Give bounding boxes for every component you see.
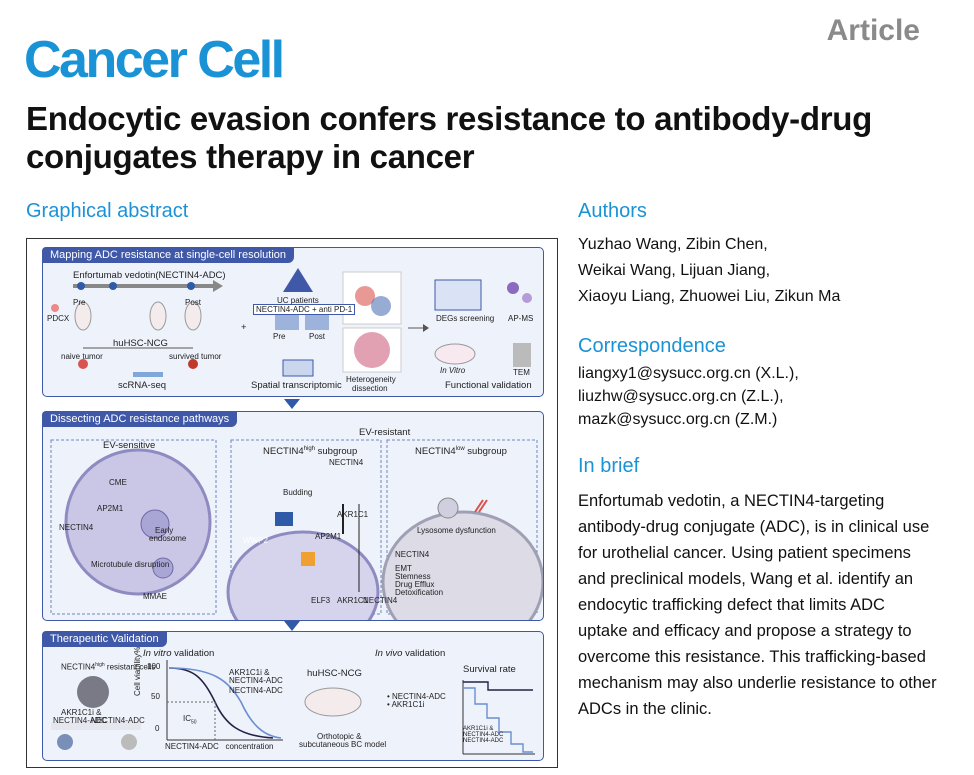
correspondence-line-1[interactable]: liangxy1@sysucc.org.cn (X.L.), (578, 365, 799, 383)
treatment-label: NECTIN4-ADC + anti PD-1 (253, 304, 355, 315)
invivo-model-label: huHSC-NCG (307, 668, 362, 679)
in-brief-heading: In brief (578, 455, 639, 478)
post2-label: Post (309, 332, 325, 341)
legend-combo-2: NECTIN4-ADC (229, 676, 283, 685)
pre-label: Pre (73, 298, 85, 307)
nectin4-label: NECTIN4 (59, 523, 93, 532)
elf3-label: ELF3 (311, 596, 330, 605)
ic50-label: IC50 (183, 714, 197, 726)
plus-sign: + (241, 322, 247, 333)
spatial-label: Spatial transcriptomic (251, 380, 342, 391)
ap2m1-label-b: AP2M1 (315, 532, 341, 541)
graphical-abstract: Mapping ADC resistance at single-cell re… (26, 238, 558, 768)
arrow-1 (284, 399, 300, 409)
authors-line-1: Yuzhao Wang, Zibin Chen, (578, 236, 768, 254)
journal-name: Cancer Cell (24, 30, 283, 90)
authors-heading: Authors (578, 200, 647, 223)
viability-ylabel: Cell viability% (133, 647, 142, 696)
ap2m1-label: AP2M1 (97, 504, 123, 513)
post-label: Post (185, 298, 201, 307)
article-type: Article (827, 14, 920, 48)
ev-resistant-label: EV-resistant (359, 427, 410, 438)
y-tick-50: 50 (151, 692, 160, 701)
lysosome-label: Lysosome dysfunction (417, 526, 496, 535)
nectin4-high-subgroup: NECTIN4high subgroup (263, 446, 357, 457)
correspondence-line-2[interactable]: liuzhw@sysucc.org.cn (Z.L.), (578, 388, 784, 406)
authors-line-2: Weikai Wang, Lijuan Jiang, (578, 262, 770, 280)
invitro-label: In Vitro (440, 366, 465, 375)
x-label: NECTIN4-ADC concentration (165, 742, 273, 751)
panel-dissecting: Dissecting ADC resistance pathways EV-se… (42, 411, 544, 621)
survival-title: Survival rate (463, 664, 516, 675)
microtubule-label: Microtubule disruption (91, 560, 169, 569)
degs-label: DEGs screening (436, 314, 494, 323)
wwp2-label: WWP2 (243, 536, 268, 545)
graphical-abstract-heading: Graphical abstract (26, 200, 188, 223)
ev-sensitive-label: EV-sensitive (103, 440, 155, 451)
mmae-label: MMAE (143, 592, 167, 601)
arrow-2 (284, 621, 300, 631)
correspondence-line-3[interactable]: mazk@sysucc.org.cn (Z.M.) (578, 411, 777, 429)
panel-therapeutic: Therapeutic Validation In vitro validati… (42, 631, 544, 761)
survival-curve-combo (463, 682, 533, 690)
y-tick-0: 0 (155, 724, 159, 733)
hetero-label-1: Heterogeneity (346, 375, 396, 384)
functional-label: Functional validation (445, 380, 532, 391)
correspondence-heading: Correspondence (578, 335, 726, 358)
pre2-label: Pre (273, 332, 285, 341)
akr1c1-label: AKR1C1 (337, 510, 368, 519)
early-endosome-2: endosome (149, 534, 186, 543)
article-title: Endocytic evasion confers resistance to … (26, 100, 926, 176)
invitro-validation-label: In vitro validation (143, 648, 214, 659)
model-label: huHSC-NCG (113, 338, 168, 349)
apms-label: AP-MS (508, 314, 533, 323)
pdcx-label: PDCX (47, 314, 69, 323)
naive-label: naive tumor (61, 352, 103, 361)
nectin4-label-c: NECTIN4 (363, 596, 397, 605)
nectin4-label-b: NECTIN4 (329, 458, 363, 467)
nectin4-low-subgroup: NECTIN4low subgroup (415, 446, 507, 457)
budding-label: Budding (283, 488, 312, 497)
legend-mono: NECTIN4-ADC (229, 686, 283, 695)
authors-line-3: Xiaoyu Liang, Zhuowei Liu, Zikun Ma (578, 288, 840, 306)
in-brief-text: Enfortumab vedotin, a NECTIN4-targeting … (578, 488, 938, 722)
nectin4-low-label: NECTIN4 (395, 550, 429, 559)
drug2-label: • AKR1C1i (387, 700, 425, 709)
drug-label: Enfortumab vedotin(NECTIN4-ADC) (73, 270, 226, 281)
survived-label: survived tumor (169, 352, 221, 361)
hetero-label-2: dissection (352, 384, 388, 393)
detox-label: Detoxification (395, 588, 443, 597)
mono-label: NECTIN4-ADC (53, 716, 107, 725)
ortho-label-2: subcutaneous BC model (299, 740, 386, 749)
in-brief-paragraph: Enfortumab vedotin, a NECTIN4-targeting … (578, 488, 938, 722)
cme-label: CME (109, 478, 127, 487)
tem-label: TEM (513, 368, 530, 377)
invivo-validation-label: In vivo validation (375, 648, 445, 659)
panel-mapping: Mapping ADC resistance at single-cell re… (42, 247, 544, 397)
survival-legend-3: NECTIN4-ADC (463, 738, 503, 744)
y-tick-100: 100 (147, 662, 160, 671)
scrna-label: scRNA-seq (118, 380, 166, 391)
